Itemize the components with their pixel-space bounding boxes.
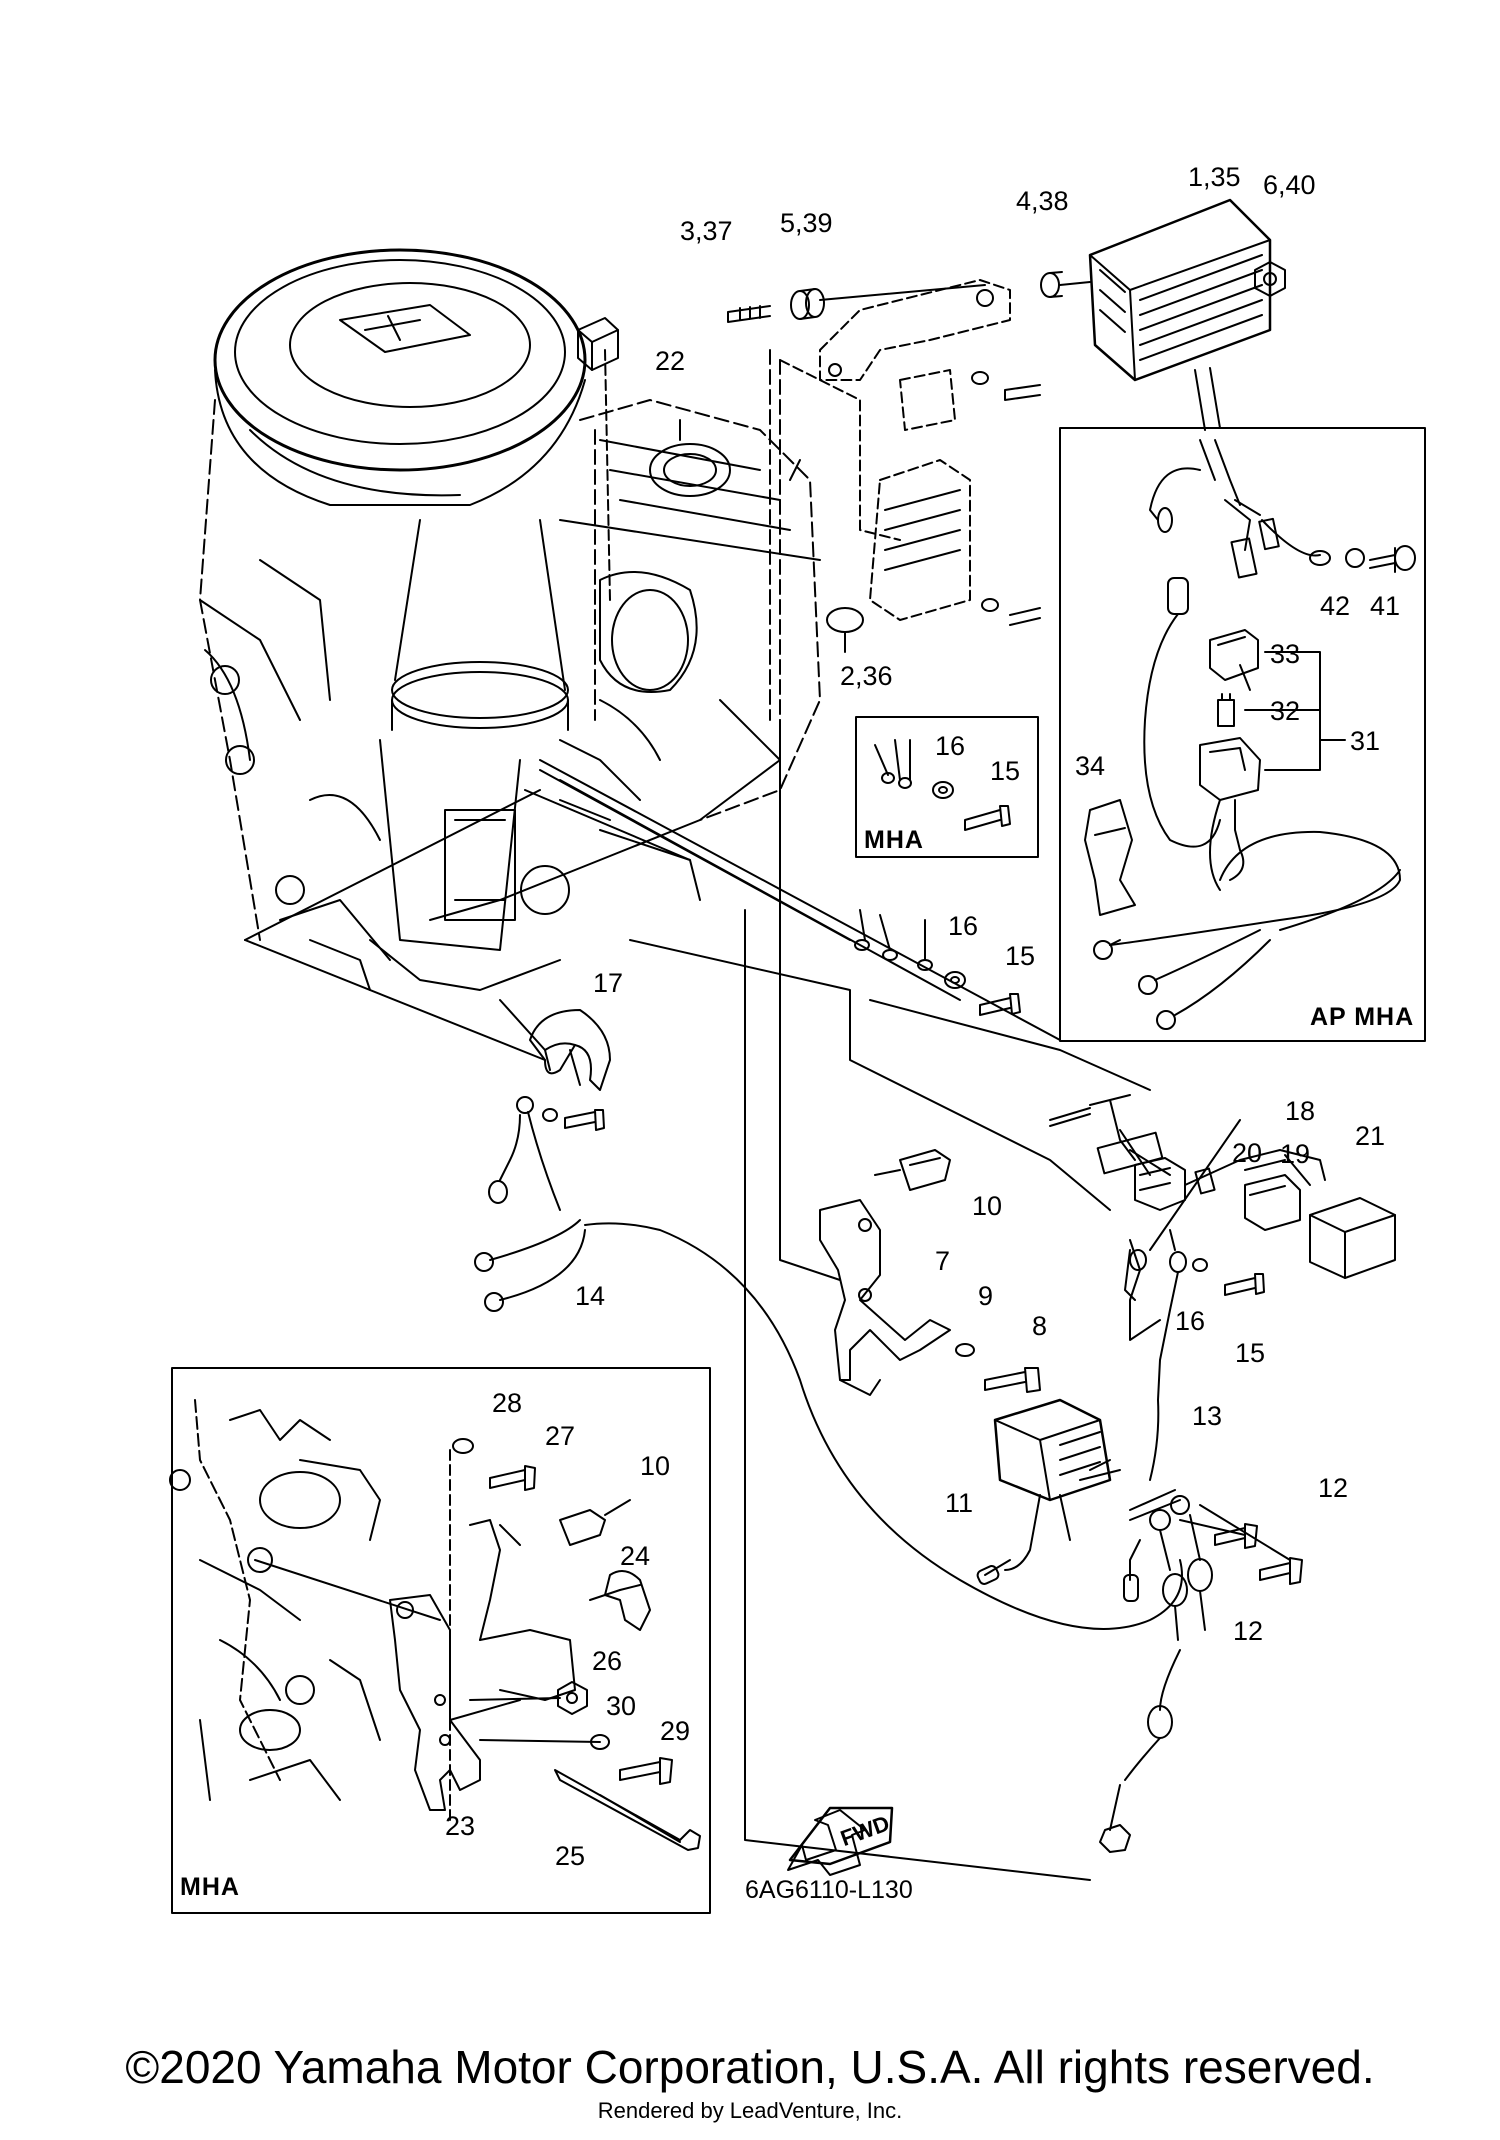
callout-27: 27 bbox=[545, 1421, 575, 1451]
copyright-notice: ©2020 Yamaha Motor Corporation, U.S.A. A… bbox=[125, 2041, 1375, 2093]
mha-small-panel bbox=[855, 716, 1039, 858]
callout-18: 18 bbox=[1285, 1096, 1315, 1126]
callout-3-37: 3,37 bbox=[680, 216, 733, 246]
rectifier-group bbox=[727, 198, 1286, 431]
callout-30: 30 bbox=[606, 1691, 636, 1721]
callout-11: 11 bbox=[945, 1488, 973, 1518]
harness-group bbox=[1049, 1094, 1396, 1279]
callout-4-38: 4,38 bbox=[1016, 186, 1069, 216]
callout-15b: 15 bbox=[1005, 941, 1035, 971]
callout-33: 33 bbox=[1270, 639, 1300, 669]
callout-16a: 16 bbox=[935, 731, 965, 761]
diagram-code: 6AG6110-L130 bbox=[745, 1876, 913, 1904]
rendered-by-note: Rendered by LeadVenture, Inc. bbox=[597, 2098, 903, 2123]
callout-16c: 16 bbox=[1175, 1306, 1205, 1336]
clamp-and-lead bbox=[474, 1009, 1183, 1630]
callout-29: 29 bbox=[660, 1716, 690, 1746]
callout-8: 8 bbox=[1032, 1311, 1047, 1341]
callout-24: 24 bbox=[620, 1541, 650, 1571]
callout-34: 34 bbox=[1075, 751, 1105, 781]
leader-lines bbox=[244, 719, 1241, 1881]
callout-41: 41 bbox=[1370, 591, 1400, 621]
callout-labels: 3,37 5,39 4,38 1,35 6,40 22 2,36 42 41 3… bbox=[180, 162, 1414, 1904]
callout-25: 25 bbox=[555, 1841, 585, 1871]
callout-42: 42 bbox=[1320, 591, 1350, 621]
fwd-arrow bbox=[787, 1806, 894, 1876]
callout-32: 32 bbox=[1270, 696, 1300, 726]
callout-21: 21 bbox=[1355, 1121, 1385, 1151]
callout-22: 22 bbox=[655, 346, 685, 376]
panel-label-mha-large: MHA bbox=[180, 1873, 240, 1901]
callout-2-36: 2,36 bbox=[840, 661, 893, 691]
callout-15c: 15 bbox=[1235, 1338, 1265, 1368]
callout-12a: 12 bbox=[1318, 1473, 1348, 1503]
ground-leads bbox=[854, 909, 1021, 1016]
mha-large-panel bbox=[169, 1367, 711, 1914]
callout-19: 19 bbox=[1280, 1139, 1310, 1169]
callout-6-40: 6,40 bbox=[1263, 170, 1316, 200]
callout-20: 20 bbox=[1232, 1138, 1262, 1168]
callout-13: 13 bbox=[1192, 1401, 1222, 1431]
callout-9: 9 bbox=[978, 1281, 993, 1311]
panel-label-mha-small: MHA bbox=[864, 826, 924, 854]
callout-7: 7 bbox=[935, 1246, 950, 1276]
callout-5-39: 5,39 bbox=[780, 208, 833, 238]
callout-26: 26 bbox=[592, 1646, 622, 1676]
ap-mha-panel bbox=[1059, 427, 1426, 1042]
cdi-bracket-group bbox=[819, 1149, 1303, 1853]
callout-16b: 16 bbox=[948, 911, 978, 941]
panel-label-ap-mha: AP MHA bbox=[1310, 1003, 1414, 1031]
callout-17: 17 bbox=[593, 968, 623, 998]
engine-block bbox=[199, 248, 821, 991]
callout-10a: 10 bbox=[972, 1191, 1002, 1221]
callout-14: 14 bbox=[575, 1281, 605, 1311]
callout-12b: 12 bbox=[1233, 1616, 1263, 1646]
callout-31: 31 bbox=[1350, 726, 1380, 756]
callout-28: 28 bbox=[492, 1388, 522, 1418]
callout-15a: 15 bbox=[990, 756, 1020, 786]
left-small-parts bbox=[577, 317, 1041, 653]
callout-10b: 10 bbox=[640, 1451, 670, 1481]
callout-23: 23 bbox=[445, 1811, 475, 1841]
callout-1-35: 1,35 bbox=[1188, 162, 1241, 192]
